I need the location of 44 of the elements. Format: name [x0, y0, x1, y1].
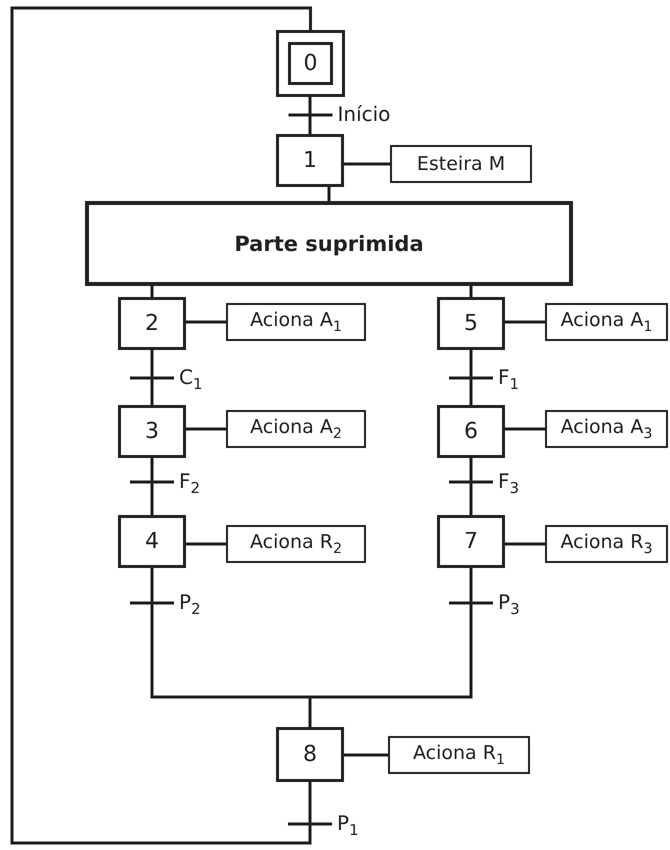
- step-box: 5: [437, 297, 505, 350]
- connector-line: [308, 568, 472, 727]
- connector-line: [505, 320, 545, 324]
- connector-line: [505, 542, 545, 546]
- action-box: Esteira M: [390, 145, 532, 183]
- connector-line: [10, 6, 312, 844]
- suppressed-part-box: Parte suprimida: [85, 201, 573, 286]
- connector-line: [150, 350, 154, 405]
- connector-line: [470, 286, 472, 297]
- step-box: 3: [118, 405, 186, 458]
- transition-condition: P$_{2}$: [179, 592, 201, 617]
- step-box: 6: [437, 405, 505, 458]
- connector-line: [328, 187, 330, 201]
- transition-condition: F$_{3}$: [498, 471, 520, 496]
- action-box: Aciona A$_{1}$: [545, 303, 668, 341]
- step-box: 8: [276, 727, 344, 782]
- transition-condition: F$_{2}$: [179, 471, 200, 496]
- action-box: Aciona A$_{3}$: [545, 410, 668, 448]
- transition-condition: F$_{1}$: [498, 367, 520, 392]
- transition-condition: C$_{1}$: [179, 367, 203, 392]
- connector-line: [470, 458, 472, 515]
- connector-line: [505, 428, 545, 430]
- action-box: Aciona A$_{1}$: [226, 303, 366, 341]
- connector-line: [308, 97, 312, 134]
- step-box: 2: [118, 297, 186, 350]
- connector-line: [344, 162, 390, 166]
- action-box: Aciona R$_{1}$: [388, 736, 530, 774]
- step-box: 4: [118, 515, 186, 568]
- initial-step-box: 0: [276, 30, 345, 97]
- action-box: Aciona A$_{2}$: [226, 410, 366, 448]
- step-box: 7: [437, 515, 505, 568]
- connector-line: [150, 458, 154, 515]
- connector-line: [150, 286, 154, 297]
- transition-condition: Início: [338, 104, 390, 124]
- connector-line: [186, 428, 226, 430]
- connector-line: [186, 320, 226, 324]
- transition-condition: P$_{3}$: [498, 592, 520, 617]
- action-box: Aciona R$_{3}$: [545, 525, 668, 563]
- connector-line: [344, 754, 388, 756]
- transition-condition: P$_{1}$: [337, 813, 359, 838]
- connector-line: [186, 542, 226, 546]
- connector-line: [470, 350, 472, 405]
- action-box: Aciona R$_{2}$: [226, 525, 366, 563]
- step-box: 1: [276, 134, 344, 187]
